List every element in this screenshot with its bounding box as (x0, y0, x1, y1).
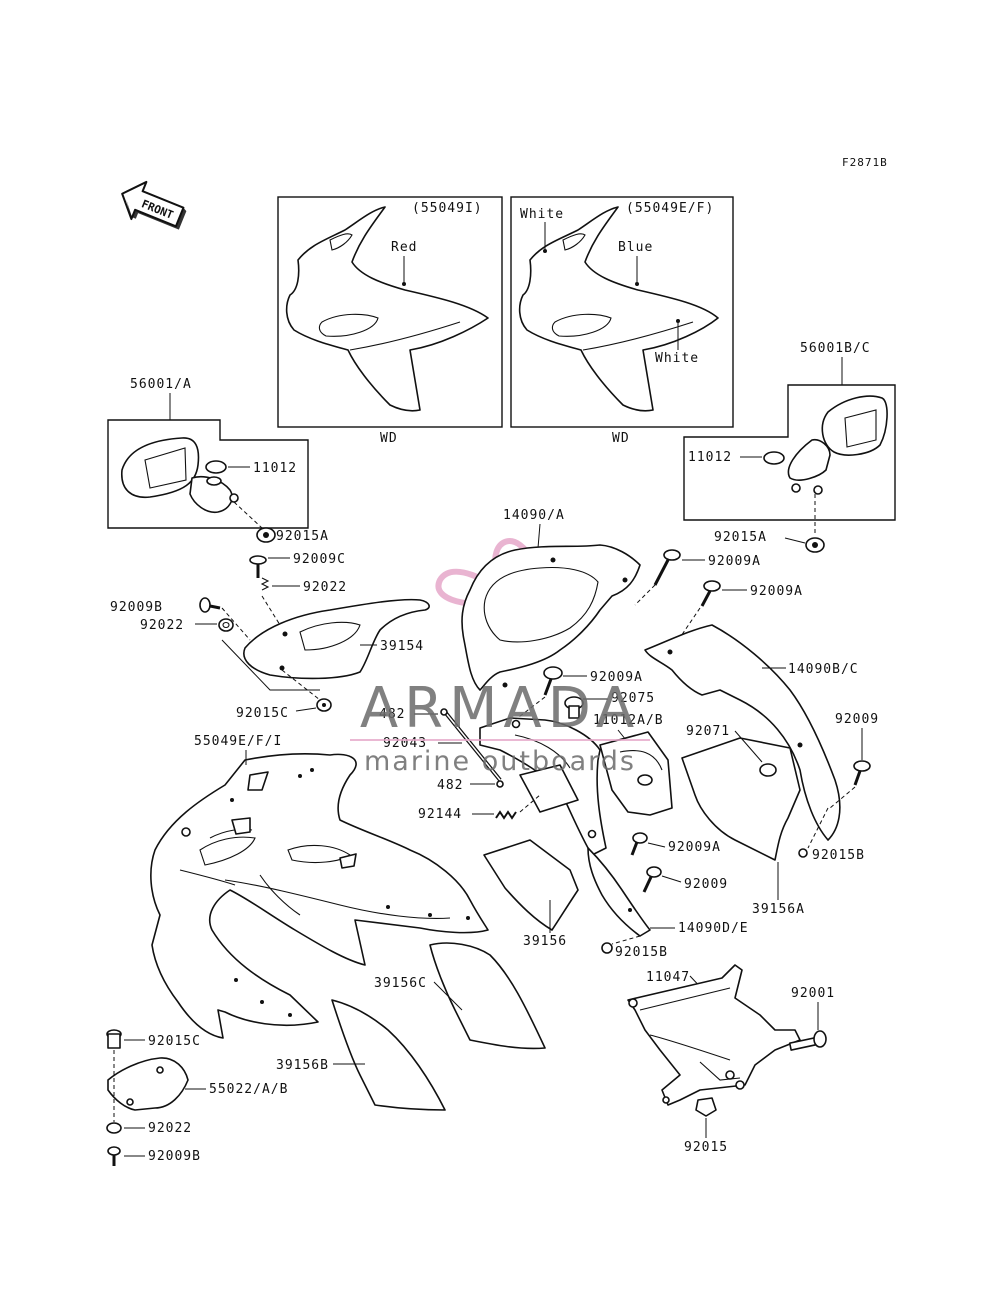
washer-92022-bot (106, 1122, 122, 1134)
bracket-55022ab (107, 1057, 189, 1111)
nut-92015b-mid (601, 942, 613, 954)
label-55049efi: 55049E/F/I (194, 734, 282, 749)
bolt-92009a-3 (543, 666, 563, 696)
label-92009b-left: 92009B (110, 600, 163, 615)
bolt-92009-right (853, 760, 871, 786)
label-92009a-1: 92009A (708, 554, 761, 569)
label-11047: 11047 (646, 970, 690, 985)
panel-39156b (331, 999, 446, 1111)
label-39156: 39156 (523, 934, 567, 949)
label-92001: 92001 (791, 986, 835, 1001)
label-92075: 92075 (611, 691, 655, 706)
nut-92015b-right (798, 848, 808, 858)
label-14090de: 14090D/E (678, 921, 749, 936)
nut-92015a-right (805, 537, 825, 553)
mirror-right (787, 395, 888, 495)
mirror-left (121, 437, 239, 514)
label-92015b-mid: 92015B (615, 945, 668, 960)
lower-cover-14090de (587, 847, 651, 937)
side-cover-14090bc (644, 624, 841, 841)
label-39156a: 39156A (752, 902, 805, 917)
label-92015b-right: 92015B (812, 848, 865, 863)
inset-right-part-code: (55049E/F) (626, 201, 714, 216)
front-arrow-icon: FRONT (121, 180, 187, 230)
label-92015a-left: 92015A (276, 529, 329, 544)
panel-39156c (429, 942, 546, 1050)
label-14090a: 14090/A (503, 508, 565, 523)
label-482-top: 482 (379, 707, 405, 722)
label-92022-top: 92022 (303, 580, 347, 595)
watermark-tagline: marine outboards (364, 746, 636, 777)
clip-482-bot (496, 780, 504, 788)
nut-92015-bot (695, 1097, 717, 1117)
panel-39154 (243, 598, 430, 680)
label-92009c: 92009C (293, 552, 346, 567)
label-39156b: 39156B (276, 1058, 329, 1073)
bolt-92009b-left (199, 597, 221, 613)
label-11012-right: 11012 (688, 450, 732, 465)
label-11012-left: 11012 (253, 461, 297, 476)
label-92015c-mid: 92015C (236, 706, 289, 721)
label-92071: 92071 (686, 724, 730, 739)
label-92015-bot: 92015 (684, 1140, 728, 1155)
panel-39156 (483, 839, 579, 931)
bolt-92001 (788, 1030, 827, 1051)
inset-left-fairing (285, 206, 489, 412)
rod-92043 (440, 708, 502, 782)
grommet-92075 (564, 696, 584, 719)
label-92009b-bot: 92009B (148, 1149, 201, 1164)
inset-right-fairing (518, 206, 719, 412)
panel-39156a (681, 737, 801, 861)
label-92009-mid: 92009 (684, 877, 728, 892)
label-92022-left: 92022 (140, 618, 184, 633)
label-14090bc: 14090B/C (788, 662, 859, 677)
label-92022-bot: 92022 (148, 1121, 192, 1136)
nut-92015a-left (256, 527, 276, 543)
label-56001a: 56001/A (130, 377, 192, 392)
inset-left-caption: WD (380, 431, 398, 446)
label-92015c-bot: 92015C (148, 1034, 201, 1049)
label-11012ab: 11012A/B (593, 713, 664, 728)
inset-right-color-note-blue: Blue (618, 240, 653, 255)
grommet-11012-left (205, 460, 227, 474)
bolt-92009a-4 (630, 832, 648, 856)
label-56001bc: 56001B/C (800, 341, 871, 356)
inset-right-color-note-white-top: White (520, 207, 564, 222)
bolt-92015c-bot (106, 1029, 122, 1049)
inset-right-caption: WD (612, 431, 630, 446)
screw-92009c (249, 555, 267, 578)
label-39156c: 39156C (374, 976, 427, 991)
label-92144: 92144 (418, 807, 462, 822)
spring-92022-top (260, 577, 270, 591)
watermark-brand: ARMADA (360, 676, 640, 741)
figure-code: F2871B (842, 156, 888, 169)
bracket-11047 (627, 964, 801, 1106)
label-92009a-4: 92009A (668, 840, 721, 855)
label-482-bot: 482 (437, 778, 463, 793)
inner-cover-14090a (461, 544, 641, 691)
nut-92015c-mid (316, 698, 332, 712)
stay-bracket (479, 717, 607, 856)
bolt-92009a-2 (700, 580, 721, 607)
bolt-92009-mid (642, 866, 662, 893)
washer-92022-left (218, 618, 234, 632)
label-92009-right: 92009 (835, 712, 879, 727)
grommet-11012-right (763, 451, 785, 465)
main-fairing-55049efi (150, 753, 489, 1039)
label-92009a-3: 92009A (590, 670, 643, 685)
label-92009a-2: 92009A (750, 584, 803, 599)
bolt-92009a-1 (653, 549, 681, 586)
bolt-92009b-bot (107, 1146, 121, 1166)
label-92015a-right: 92015A (714, 530, 767, 545)
rubber-11012ab (599, 731, 673, 816)
spring-92144 (495, 810, 517, 820)
inset-right-color-note-white-bottom: White (655, 351, 699, 366)
inset-left-part-code: (55049I) (412, 201, 483, 216)
label-39154: 39154 (380, 639, 424, 654)
inset-left-color-note: Red (391, 240, 417, 255)
label-55022ab: 55022/A/B (209, 1082, 288, 1097)
